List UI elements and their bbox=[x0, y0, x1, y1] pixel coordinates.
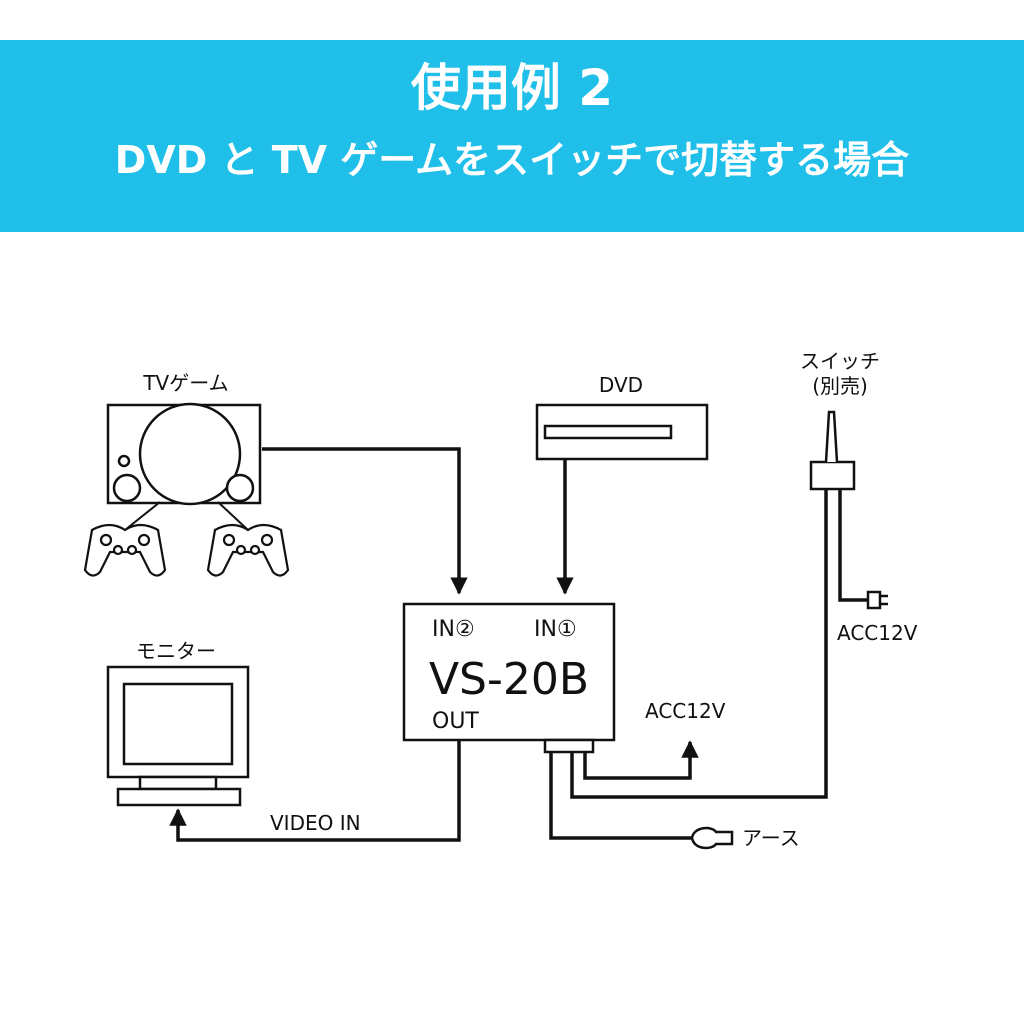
switch-acc-label: ACC12V bbox=[837, 621, 918, 645]
unit-connector bbox=[543, 738, 595, 754]
unit-acc-cable bbox=[583, 740, 699, 780]
switch-acc-cable bbox=[838, 489, 870, 602]
page-subtitle: DVD と TV ゲームをスイッチで切替する場合 bbox=[114, 138, 910, 182]
vs20b-unit bbox=[402, 602, 616, 742]
switch-to-unit-cable bbox=[570, 489, 828, 799]
game-to-in2-cable bbox=[262, 447, 468, 595]
out-label: OUT bbox=[432, 709, 479, 734]
monitor-label: モニター bbox=[136, 639, 216, 663]
unit-model: VS-20B bbox=[429, 654, 589, 705]
toggle-switch-icon bbox=[809, 410, 856, 491]
dvd-label: DVD bbox=[599, 373, 643, 397]
ground-terminal-icon bbox=[690, 826, 734, 850]
controller-left-icon bbox=[83, 523, 167, 577]
game-console-icon bbox=[106, 402, 262, 506]
switch-label: スイッチ bbox=[800, 349, 880, 373]
header-banner bbox=[0, 40, 1024, 232]
unit-acc-label: ACC12V bbox=[645, 699, 726, 723]
video-in-label: VIDEO IN bbox=[270, 811, 361, 835]
monitor-icon bbox=[106, 665, 250, 807]
page-title: 使用例 2 bbox=[410, 59, 614, 117]
game-label: TVゲーム bbox=[142, 371, 228, 395]
ground-label: アース bbox=[742, 826, 800, 850]
out-to-monitor-cable bbox=[169, 740, 461, 842]
in1-label: IN① bbox=[534, 617, 577, 642]
switch-note: (別売) bbox=[812, 374, 868, 398]
ground-cable bbox=[549, 752, 692, 840]
controller-right-icon bbox=[206, 523, 290, 577]
acc-plug-icon bbox=[866, 590, 888, 610]
dvd-player-icon bbox=[535, 403, 709, 461]
in2-label: IN② bbox=[432, 617, 475, 642]
controller-cable bbox=[124, 501, 249, 531]
